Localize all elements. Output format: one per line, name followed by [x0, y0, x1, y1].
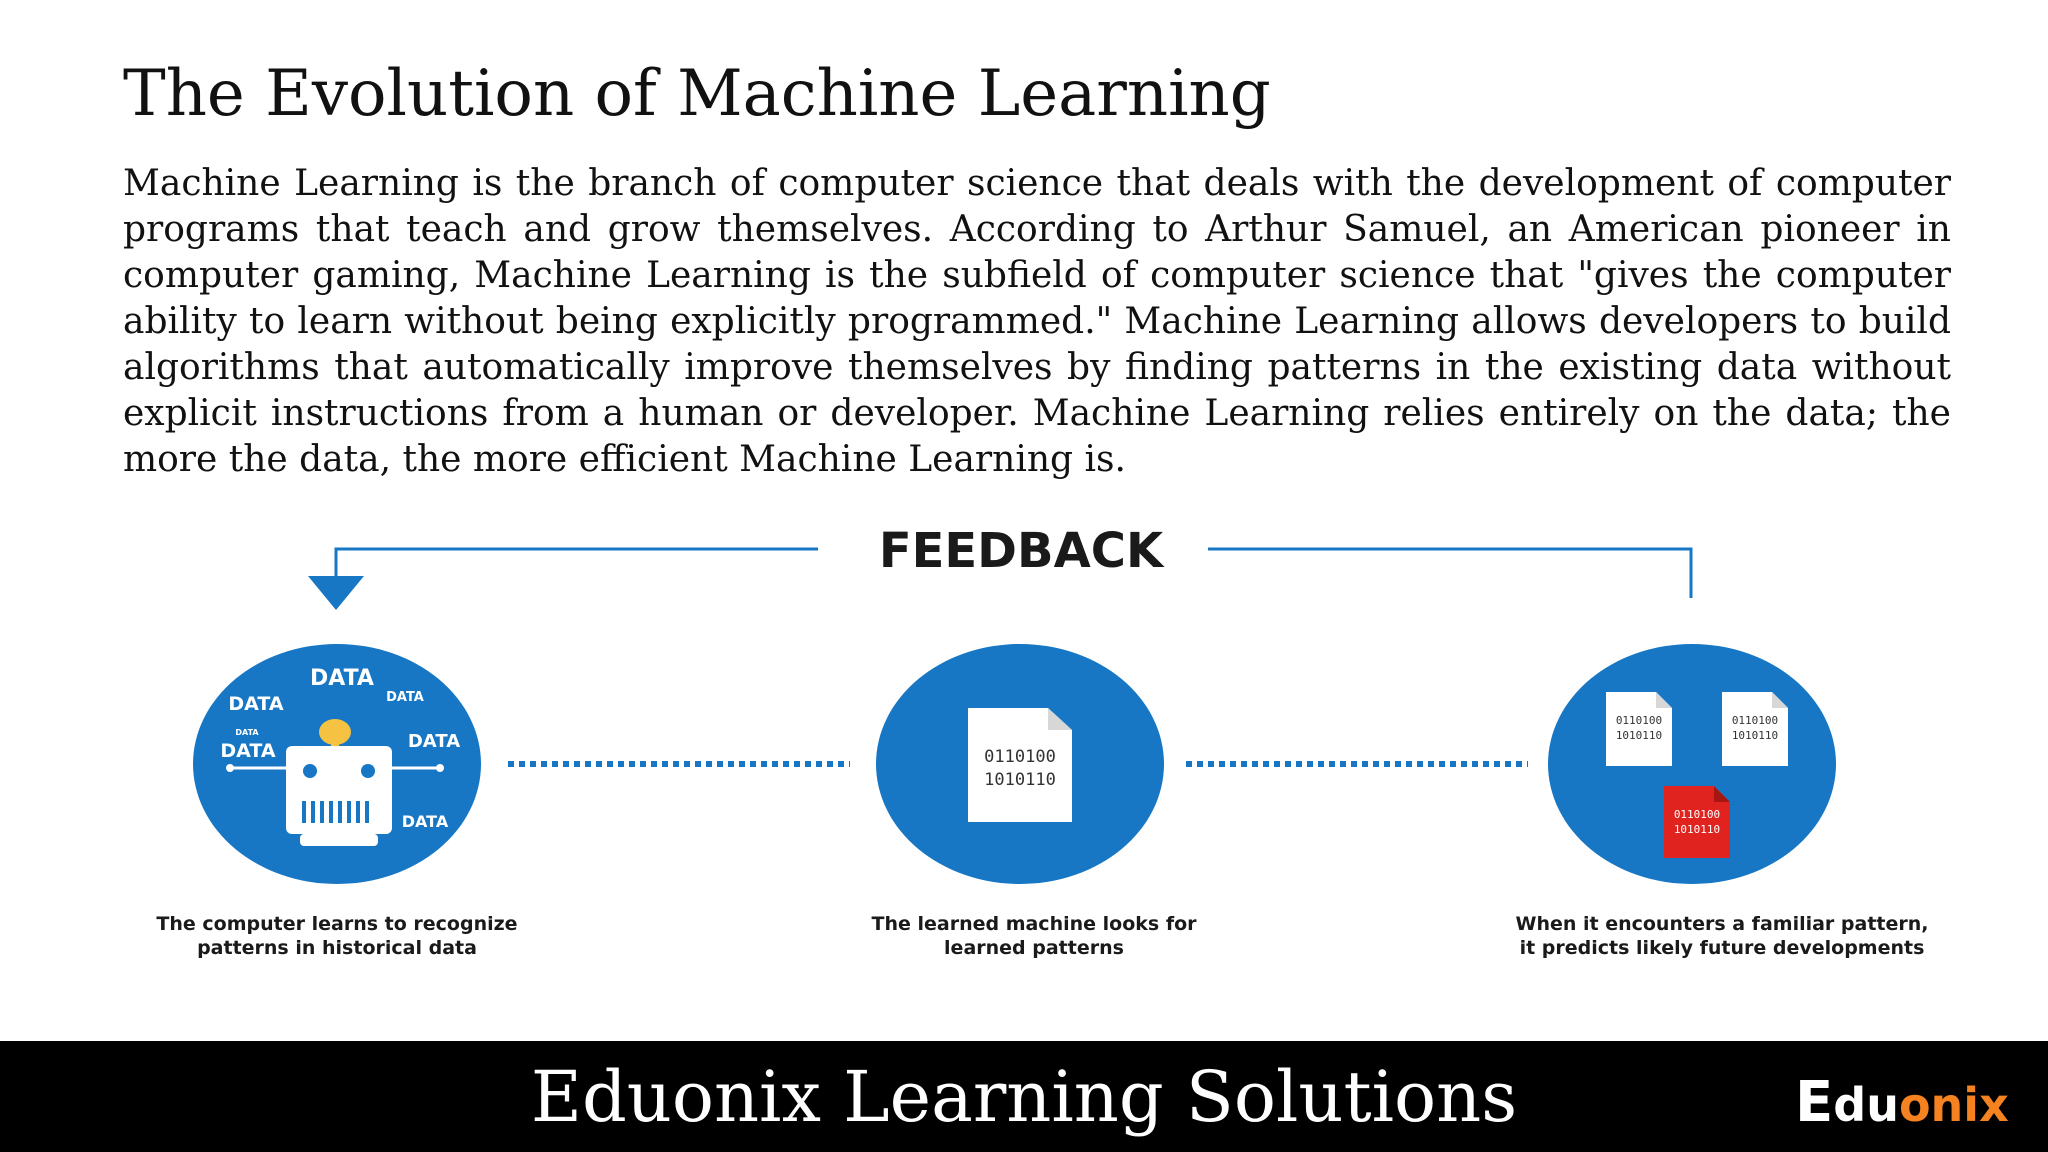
binary-text: 0110100 — [1616, 714, 1662, 727]
data-label: DATA — [235, 728, 259, 737]
binary-text: 1010110 — [1732, 729, 1778, 742]
data-label: DATA — [228, 693, 283, 715]
document-icon: 0110100 1010110 — [1606, 692, 1672, 766]
document-icon: 0110100 1010110 — [1722, 692, 1788, 766]
binary-text: 1010110 — [1616, 729, 1662, 742]
slide-title: The Evolution of Machine Learning — [123, 52, 1271, 136]
footer-bar: Eduonix Learning Solutions Eduonix — [0, 1041, 2048, 1152]
document-icon: 0110100 1010110 — [968, 708, 1072, 822]
caption-learn: The computer learns to recognize pattern… — [107, 912, 567, 960]
logo-onix: onix — [1899, 1078, 2009, 1132]
binary-text: 0110100 — [984, 747, 1056, 767]
binary-text: 0110100 — [1732, 714, 1778, 727]
intro-paragraph: Machine Learning is the branch of comput… — [123, 161, 1951, 483]
caption-predict: When it encounters a familiar pattern, i… — [1492, 912, 1952, 960]
eduonix-logo: Eduonix — [1795, 1063, 2035, 1143]
data-label: DATA — [402, 812, 449, 831]
learning-circle: DATA DATA DATA DATA DATA DATA DATA — [193, 644, 481, 884]
binary-text: 0110100 — [1674, 808, 1720, 821]
pattern-circle: 0110100 1010110 — [876, 644, 1164, 884]
highlighted-document-icon: 0110100 1010110 — [1664, 786, 1730, 858]
feedback-label: FEEDBACK — [879, 523, 1165, 579]
data-label: DATA — [310, 666, 374, 691]
data-label: DATA — [220, 740, 275, 762]
data-label: DATA — [386, 690, 424, 705]
data-label: DATA — [408, 731, 460, 752]
binary-text: 1010110 — [1674, 823, 1720, 836]
footer-title: Eduonix Learning Solutions — [0, 1055, 2048, 1139]
logo-prefix: E — [1795, 1070, 1833, 1135]
binary-text: 1010110 — [984, 770, 1056, 790]
logo-du: du — [1833, 1078, 1899, 1132]
prediction-circle: 0110100 1010110 0110100 1010110 0110100 … — [1548, 644, 1836, 884]
logo-wordmark: Eduonix — [1795, 1063, 2009, 1145]
caption-look: The learned machine looks for learned pa… — [804, 912, 1264, 960]
